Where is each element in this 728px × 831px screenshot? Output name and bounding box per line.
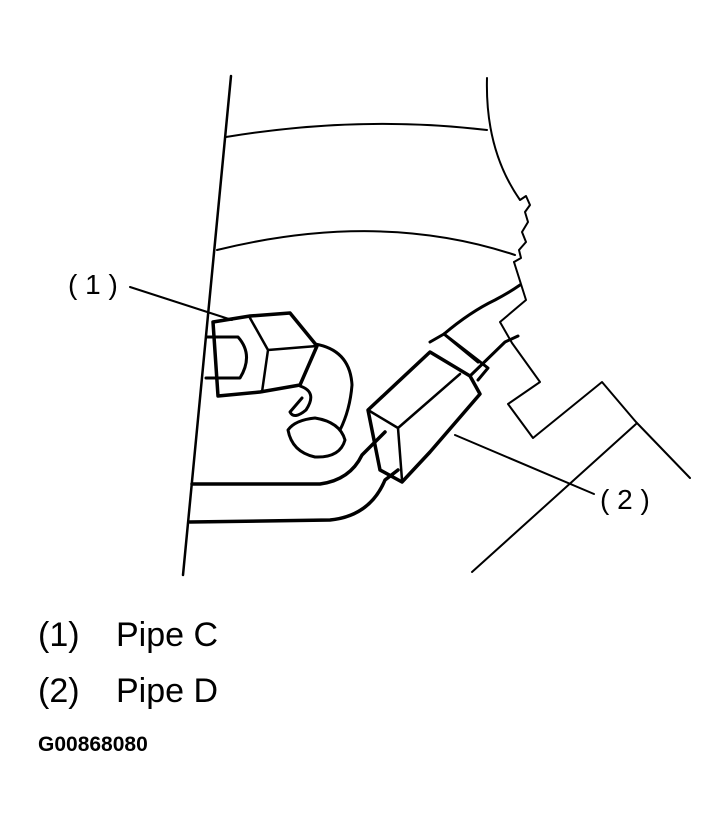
pipe-d-nut xyxy=(366,350,482,484)
leader-2 xyxy=(454,434,595,495)
figure-reference: G00868080 xyxy=(38,733,148,756)
housing-edge xyxy=(181,74,233,577)
pipe-c-stub xyxy=(204,335,248,380)
pipe-d-tube xyxy=(442,283,522,378)
legend-item-2: (2) Pipe D xyxy=(38,672,218,711)
body-contour-upper xyxy=(225,122,488,138)
pipe-c-nut-face xyxy=(248,316,319,394)
body-right-edge xyxy=(485,77,531,263)
legend-num-1: (1) xyxy=(38,616,80,654)
pipe-run-lower xyxy=(188,468,400,524)
callout-2: ( 2 ) xyxy=(600,484,650,515)
legend-text-2: Pipe D xyxy=(116,672,219,710)
pipe-d-fitting xyxy=(428,332,490,382)
callout-1: ( 1 ) xyxy=(68,269,118,300)
legend-item-1: (1) Pipe C xyxy=(38,616,218,655)
bracket-plate xyxy=(499,261,691,479)
body-contour-lower xyxy=(216,230,516,256)
leader-1 xyxy=(129,286,233,321)
pipe-c-elbow-end xyxy=(286,416,347,459)
legend-text-1: Pipe C xyxy=(116,616,219,654)
pipe-run-upper xyxy=(190,430,387,486)
pipe-c-nut xyxy=(211,311,319,398)
pipe-d-nut-face xyxy=(366,372,462,482)
bracket-lower-edge xyxy=(471,423,637,573)
legend-num-2: (2) xyxy=(38,672,80,710)
pipe-c-elbow xyxy=(288,342,354,432)
